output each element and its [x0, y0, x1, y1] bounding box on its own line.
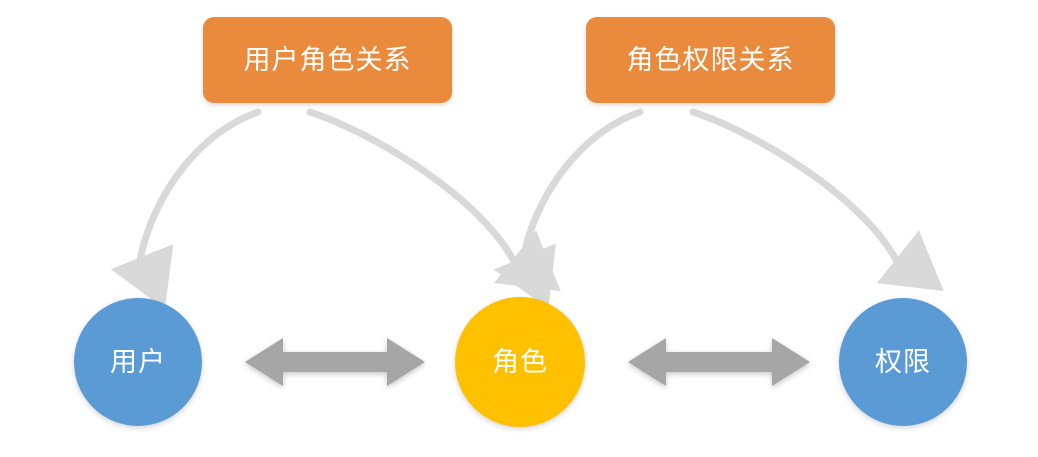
relation-label-role-permission-text: 角色权限关系 — [626, 44, 795, 75]
curved-arrow-role-permission-relation-to-role — [493, 108, 644, 309]
relation-label-role-permission[interactable]: 角色权限关系 — [586, 17, 835, 103]
node-user-label: 用户 — [110, 346, 166, 377]
node-role-label: 角色 — [492, 346, 548, 377]
relation-label-user-role[interactable]: 用户角色关系 — [203, 17, 452, 103]
node-user[interactable]: 用户 — [74, 298, 202, 426]
curved-arrow-role-permission-relation-to-permission — [689, 108, 944, 292]
bidirectional-arrow-user-role — [245, 338, 425, 386]
relation-label-user-role-text: 用户角色关系 — [243, 44, 412, 75]
node-permission-label: 权限 — [875, 346, 931, 377]
node-role[interactable]: 角色 — [455, 297, 585, 427]
curved-arrow-user-role-relation-to-user — [110, 108, 262, 310]
node-permission[interactable]: 权限 — [839, 298, 967, 426]
bidirectional-arrow-role-permission — [628, 338, 810, 386]
curved-arrow-user-role-relation-to-role — [306, 108, 561, 292]
